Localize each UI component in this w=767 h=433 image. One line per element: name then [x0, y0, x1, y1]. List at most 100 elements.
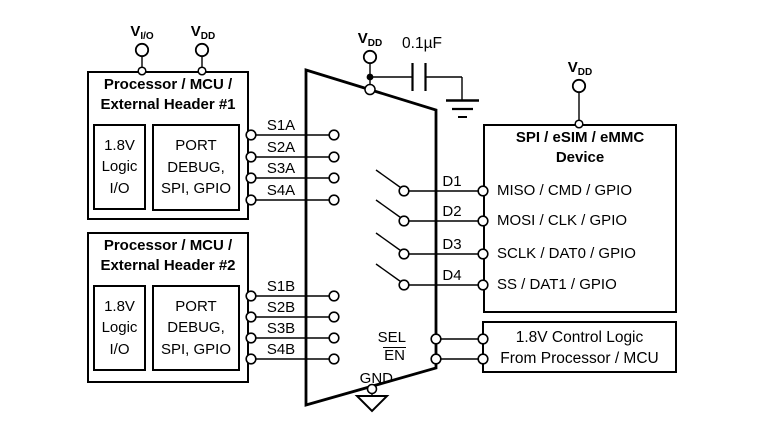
signal-label-s1a: S1A	[266, 117, 296, 134]
pin-proc1-s1a	[245, 129, 257, 141]
switch-blade-d1	[375, 169, 401, 189]
signal-label-s3a: S3A	[266, 160, 296, 177]
processor2-port-box: PORT DEBUG, SPI, GPIO	[152, 285, 240, 371]
pin-proc1-s3a	[245, 172, 257, 184]
pin-proc2-s2b	[245, 311, 257, 323]
mux-switches	[375, 169, 483, 286]
switch-blade-d2	[375, 199, 401, 219]
pin-device-miso	[477, 185, 489, 197]
logic-line: I/O	[109, 179, 130, 197]
pin-proc1-s2a	[245, 151, 257, 163]
port-line: SPI, GPIO	[160, 340, 232, 358]
vio-label: VI/O	[130, 23, 154, 43]
terminal-vio	[134, 42, 150, 58]
signal-label-s2a: S2A	[266, 139, 296, 156]
capacitor-value-label: 0.1µF	[402, 35, 442, 52]
logic-line: 1.8V	[104, 136, 135, 154]
edge-pin-vdd-mux	[364, 83, 376, 96]
port-line: SPI, GPIO	[160, 180, 232, 198]
pin-proc2-s1b	[245, 290, 257, 302]
switch-pole-d1	[398, 185, 410, 197]
processor1-title-line2: External Header #1	[100, 96, 236, 113]
signal-label-d2: D2	[442, 203, 462, 220]
signal-label-d1: D1	[442, 173, 462, 190]
switch-pole-d4	[398, 279, 410, 291]
pin-circles	[245, 129, 489, 395]
signal-label-s3b: S3B	[266, 320, 296, 337]
gnd-triangle-icon	[354, 395, 390, 413]
processor1-logic-box: 1.8V Logic I/O	[93, 124, 146, 210]
device-signal-ss: SS / DAT1 / GPIO	[497, 276, 617, 293]
edge-terminals	[137, 66, 584, 129]
processor1-port-box: PORT DEBUG, SPI, GPIO	[152, 124, 240, 211]
port-line: DEBUG,	[167, 158, 225, 176]
pin-mux-s2a	[328, 151, 340, 163]
pin-mux-s1b	[328, 290, 340, 302]
port-line: PORT	[175, 297, 217, 315]
pin-proc2-s4b	[245, 353, 257, 365]
pin-mux-s4a	[328, 194, 340, 206]
device-title-line2: Device	[555, 149, 605, 166]
terminal-vdd-mux	[362, 49, 378, 65]
pin-mux-sel	[430, 333, 442, 345]
pin-device-mosi	[477, 215, 489, 227]
signal-label-d4: D4	[442, 267, 462, 284]
supply-terminals	[134, 42, 587, 94]
pin-control-en	[477, 353, 489, 365]
sel-label: SEL	[377, 329, 406, 346]
edge-pin-vdd-proc1	[197, 66, 207, 76]
capacitor	[411, 63, 427, 91]
switch-pole-d2	[398, 215, 410, 227]
earth-ground-icon	[446, 99, 479, 118]
switch-blade-d4	[375, 263, 401, 283]
bus-b-wires	[251, 295, 334, 360]
edge-pin-vio	[137, 66, 147, 76]
pin-device-ss	[477, 279, 489, 291]
pin-device-sclk	[477, 248, 489, 260]
device-box	[483, 124, 677, 313]
port-line: DEBUG,	[167, 319, 225, 337]
pin-mux-gnd	[366, 383, 378, 395]
junction-dot	[366, 73, 374, 81]
pin-mux-s1a	[328, 129, 340, 141]
processor2-title-line1: Processor / MCU /	[103, 237, 233, 254]
control-logic-box	[482, 321, 677, 373]
switch-pole-d3	[398, 248, 410, 260]
control-line1: 1.8V Control Logic	[515, 329, 644, 346]
en-label: EN	[383, 347, 406, 364]
gnd-label: GND	[359, 370, 393, 387]
logic-line: Logic	[101, 158, 138, 176]
pin-mux-en	[430, 353, 442, 365]
processor2-logic-box: 1.8V Logic I/O	[93, 285, 146, 371]
signal-label-s4b: S4B	[266, 341, 296, 358]
switch-blade-d3	[375, 232, 401, 252]
pin-proc1-s4a	[245, 194, 257, 206]
edge-pin-vdd-device	[574, 119, 584, 129]
port-line: PORT	[175, 137, 217, 155]
logic-line: 1.8V	[104, 297, 135, 315]
terminal-vdd-proc1	[194, 42, 210, 58]
processor2-title-line2: External Header #2	[100, 257, 236, 274]
signal-label-d3: D3	[442, 236, 462, 253]
signal-label-s4a: S4A	[266, 182, 296, 199]
terminal-vdd-device	[571, 78, 587, 94]
processor1-title-line1: Processor / MCU /	[103, 76, 233, 93]
logic-line: I/O	[109, 340, 130, 358]
control-line2: From Processor / MCU	[500, 350, 659, 367]
signal-label-s1b: S1B	[266, 278, 296, 295]
vdd-device-label: VDD	[567, 59, 593, 79]
device-signal-sclk: SCLK / DAT0 / GPIO	[497, 245, 636, 262]
signal-label-s2b: S2B	[266, 299, 296, 316]
pin-mux-s3a	[328, 172, 340, 184]
bus-a-wires	[251, 134, 334, 201]
pin-proc2-s3b	[245, 332, 257, 344]
pin-control-sel	[477, 333, 489, 345]
pin-mux-s3b	[328, 332, 340, 344]
logic-line: Logic	[101, 319, 138, 337]
device-signal-mosi: MOSI / CLK / GPIO	[497, 212, 628, 229]
vdd-mux-label: VDD	[357, 30, 383, 50]
pin-mux-s4b	[328, 353, 340, 365]
device-signal-miso: MISO / CMD / GPIO	[497, 182, 633, 199]
